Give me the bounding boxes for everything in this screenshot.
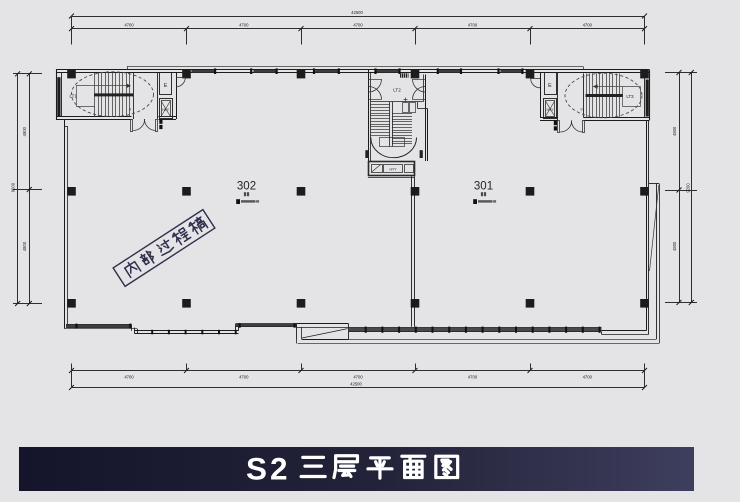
svg-text:4700: 4700 [124, 375, 134, 380]
svg-text:4700: 4700 [239, 23, 249, 28]
svg-text:42500: 42500 [351, 10, 363, 15]
svg-text:301: 301 [474, 180, 493, 192]
svg-text:LT3: LT3 [626, 94, 634, 99]
svg-text:4800: 4800 [672, 126, 677, 136]
svg-text:LT1: LT1 [70, 94, 78, 99]
svg-text:HYY: HYY [547, 108, 555, 112]
svg-text:42500: 42500 [350, 382, 362, 387]
svg-text:4700: 4700 [124, 23, 134, 28]
svg-text:4800: 4800 [22, 241, 27, 251]
svg-text:4700: 4700 [239, 375, 249, 380]
svg-text:S2: S2 [246, 451, 291, 487]
svg-text:4700: 4700 [353, 23, 363, 28]
svg-text:9200: 9200 [686, 183, 691, 193]
svg-text:4700: 4700 [468, 375, 478, 380]
svg-text:LT2: LT2 [393, 88, 401, 93]
svg-text:HYY: HYY [162, 108, 170, 112]
svg-text:9: 9 [580, 107, 583, 112]
svg-text:E: E [164, 83, 168, 89]
svg-text:9: 9 [129, 107, 132, 112]
svg-text:4800: 4800 [672, 241, 677, 251]
svg-text:9600: 9600 [10, 182, 15, 192]
svg-text:4700: 4700 [353, 375, 363, 380]
svg-text:4700: 4700 [583, 375, 593, 380]
svg-text:4700: 4700 [468, 23, 478, 28]
svg-text:E: E [548, 83, 552, 89]
svg-text:4800: 4800 [22, 126, 27, 136]
svg-text:302: 302 [237, 180, 256, 192]
svg-text:HYY: HYY [390, 168, 398, 172]
svg-text:4700: 4700 [583, 23, 593, 28]
